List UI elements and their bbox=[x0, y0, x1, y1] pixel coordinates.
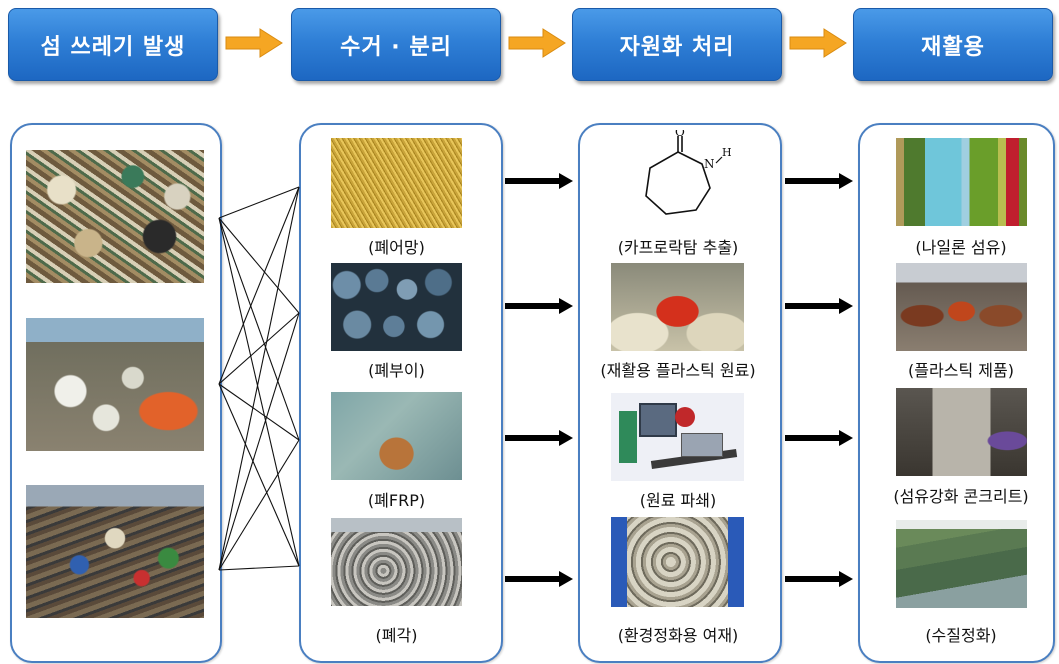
step-header-waste-generation: 섬 쓰레기 발생 bbox=[8, 8, 218, 81]
waste-fishing-net-photo bbox=[331, 138, 462, 228]
waste-buoy-photo bbox=[331, 263, 462, 351]
caprolactam-structure-icon: O N H bbox=[645, 130, 732, 215]
caption-plastic-raw-material: (재활용 플라스틱 원료) bbox=[600, 361, 756, 380]
black-arrow-icon bbox=[785, 430, 853, 446]
waste-photo-pile bbox=[26, 150, 204, 283]
step-header-recycling: 재활용 bbox=[853, 8, 1053, 81]
hydrogen-label: H bbox=[722, 146, 732, 159]
machine-motor bbox=[675, 407, 695, 427]
black-arrow-icon bbox=[505, 298, 573, 314]
nitrogen-label: N bbox=[704, 157, 715, 171]
water-purification-photo bbox=[896, 520, 1027, 608]
filter-media-photo bbox=[611, 517, 744, 607]
caption-water-purification: (수질정화) bbox=[925, 626, 997, 645]
waste-shell-photo bbox=[331, 518, 462, 606]
black-arrow-icon bbox=[505, 430, 573, 446]
fiber-concrete-photo bbox=[896, 388, 1027, 476]
waste-photo-beach bbox=[26, 485, 204, 618]
waste-photo-shore bbox=[26, 318, 204, 451]
machine-base bbox=[681, 433, 723, 457]
oxygen-label: O bbox=[675, 130, 685, 139]
step-header-processing: 자원화 처리 bbox=[572, 8, 782, 81]
caption-crushing: (원료 파쇄) bbox=[639, 491, 717, 510]
black-arrow-icon bbox=[785, 298, 853, 314]
caption-waste-buoy: (폐부이) bbox=[368, 361, 425, 380]
step-header-label: 자원화 처리 bbox=[619, 34, 735, 60]
black-arrow-icon bbox=[785, 173, 853, 189]
caption-waste-shell: (폐각) bbox=[375, 626, 418, 645]
waste-frp-photo bbox=[331, 392, 462, 480]
black-arrow-icon bbox=[785, 571, 853, 587]
caption-waste-frp: (폐FRP) bbox=[367, 491, 426, 510]
step-header-label: 수거 · 분리 bbox=[340, 34, 452, 60]
caption-plastic-products: (플라스틱 제품) bbox=[908, 361, 1014, 380]
machine-frame bbox=[619, 411, 637, 463]
caption-fiber-concrete: (섬유강화 콘크리트) bbox=[893, 487, 1029, 506]
orange-arrow-icon bbox=[508, 28, 566, 58]
black-arrow-icon bbox=[505, 571, 573, 587]
orange-arrow-icon bbox=[225, 28, 283, 58]
step-header-label: 재활용 bbox=[921, 34, 985, 60]
crushing-machine-illustration bbox=[611, 393, 744, 481]
caption-waste-net: (폐어망) bbox=[368, 238, 425, 257]
plastic-products-photo bbox=[896, 263, 1027, 351]
caption-filter-media: (환경정화용 여재) bbox=[617, 626, 739, 645]
plastic-raw-material-photo bbox=[611, 263, 744, 351]
orange-arrow-icon bbox=[789, 28, 847, 58]
caption-caprolactam: (카프로락탐 추출) bbox=[617, 238, 739, 257]
step-header-collection: 수거 · 분리 bbox=[291, 8, 501, 81]
step-header-label: 섬 쓰레기 발생 bbox=[40, 34, 186, 60]
caption-nylon-fiber: (나일론 섬유) bbox=[915, 238, 1007, 257]
machine-hopper bbox=[639, 403, 677, 437]
black-arrow-icon bbox=[505, 173, 573, 189]
nylon-fiber-photo bbox=[896, 138, 1027, 226]
